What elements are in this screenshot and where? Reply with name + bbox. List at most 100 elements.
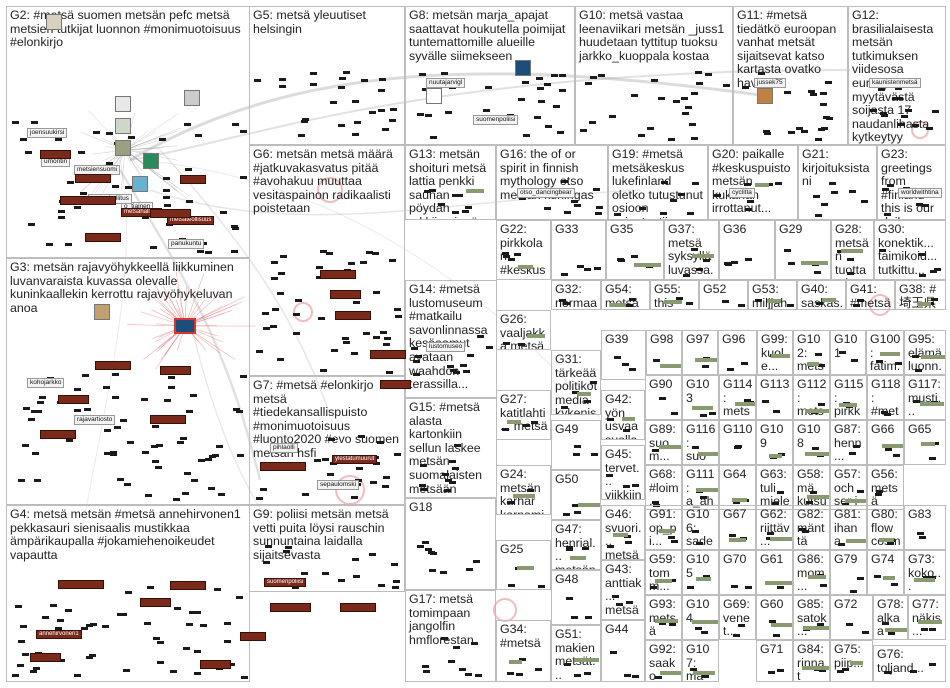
group-cell-g102[interactable]: G102: mets... omist...: [793, 330, 830, 375]
user-label[interactable]: suomenpoliisi: [473, 115, 519, 125]
group-cell-g10[interactable]: G10: metsä vastaa leenaviikari metsän _j…: [575, 6, 733, 145]
group-cell-g3[interactable]: G3: metsän rajavyöhykkeellä liikkuminen …: [6, 258, 250, 505]
group-cell-g107[interactable]: G107: ma lloits...: [682, 640, 719, 682]
group-cell-g64[interactable]: G64: [719, 465, 756, 510]
group-cell-g28[interactable]: G28: metsän tuottamis... ekosyste...: [831, 220, 874, 280]
group-cell-g39[interactable]: G39: [601, 330, 646, 380]
group-cell-g97[interactable]: G97: [682, 330, 718, 375]
group-cell-g32[interactable]: G32: normaali: [551, 280, 601, 310]
group-cell-g60[interactable]: G60: [756, 595, 793, 640]
group-cell-g41[interactable]: G41: #metsä ssä...: [846, 280, 895, 310]
group-cell-g85[interactable]: G85: satok... mets...: [793, 595, 830, 640]
user-label[interactable]: jussek75: [754, 78, 786, 88]
avatar-icon[interactable]: [46, 14, 62, 30]
group-cell-g93[interactable]: G93: metsä 1950...: [645, 595, 682, 640]
group-cell-g26[interactable]: G26: vaaljakka metsä metsän: [496, 310, 551, 350]
group-cell-g72[interactable]: G72: [830, 595, 873, 640]
avatar-icon[interactable]: [757, 88, 773, 104]
group-cell-g59[interactable]: G59: tomm...: [645, 550, 682, 595]
avatar-icon[interactable]: [143, 153, 159, 169]
group-cell-g54[interactable]: G54: metsä kemira...: [601, 280, 650, 310]
user-label[interactable]: worldwithtina: [898, 188, 942, 198]
group-cell-g35[interactable]: G35: [606, 220, 664, 280]
user-label[interactable]: otso_dancingbear: [517, 188, 575, 198]
group-cell-g5[interactable]: G5: metsä yleuutiset helsingin: [249, 6, 405, 145]
group-cell-g24[interactable]: G24: metsän karhar karnami helsinki...: [496, 465, 551, 515]
group-cell-g53[interactable]: G53: miljjah scifiä: [748, 280, 797, 310]
group-cell-g27[interactable]: G27: katitlahti... metsä: [496, 390, 551, 440]
group-cell-g80[interactable]: G80: flow cosm...: [867, 505, 904, 550]
user-label[interactable]: cyclitta: [729, 188, 755, 198]
group-cell-g98[interactable]: G98: [646, 330, 682, 375]
group-cell-g38[interactable]: G38: #埼玉県飯能市...: [895, 280, 946, 310]
group-cell-g95[interactable]: G95: elämä luonn...: [904, 330, 946, 375]
group-cell-g96[interactable]: G96: [718, 330, 757, 375]
group-cell-g23[interactable]: G23: greetings from #finland this is our…: [877, 145, 946, 220]
group-cell-g57[interactable]: G57: och ser i: [830, 465, 867, 510]
group-cell-g61[interactable]: G61: [756, 550, 793, 595]
user-label[interactable]: lustomuseo: [426, 342, 466, 352]
group-cell-g37[interactable]: G37: metsä syksyllä luvassa...: [664, 220, 719, 280]
group-cell-g65[interactable]: G65: [904, 420, 946, 465]
group-cell-g109[interactable]: G109: [756, 420, 793, 465]
group-cell-g12[interactable]: G12: brasilialaisesta metsän tutkimuksen…: [848, 6, 946, 145]
group-cell-g16[interactable]: G16: the of or spirit in finnish mytholo…: [496, 145, 608, 220]
group-cell-g92[interactable]: G92: saako: [645, 640, 682, 682]
group-cell-g110[interactable]: G110: [719, 420, 756, 465]
group-cell-g104[interactable]: G104: [682, 595, 719, 640]
avatar-icon[interactable]: [184, 90, 200, 106]
group-cell-g79[interactable]: G79: [830, 550, 867, 595]
user-label[interactable]: nuutajarvigl: [426, 78, 466, 88]
group-cell-g68[interactable]: G68: #loim... #niini...: [645, 465, 682, 510]
group-cell-g19[interactable]: G19: #metsä metsäkeskus lukefinland olet…: [608, 145, 708, 220]
avatar-icon[interactable]: [115, 140, 131, 156]
group-cell-g25[interactable]: G25: [496, 540, 551, 590]
group-cell-g36[interactable]: G36: [719, 220, 775, 280]
group-cell-g84[interactable]: G84: rinnat: [793, 640, 830, 682]
group-cell-g105[interactable]: G105: [682, 550, 719, 595]
group-cell-g112[interactable]: G112: metsä pesä...: [793, 375, 830, 420]
group-cell-g48[interactable]: G48: [551, 570, 601, 625]
group-cell-g108[interactable]: G108: [793, 420, 830, 465]
group-cell-g73[interactable]: G73: koko... isompi: [904, 550, 946, 595]
group-cell-g70[interactable]: G70: [719, 550, 756, 595]
group-cell-g42[interactable]: G42: yön usvaa suolla...: [601, 390, 645, 440]
group-cell-g18[interactable]: G18: [405, 498, 496, 590]
group-cell-g77[interactable]: G77: näkis...: [908, 595, 946, 640]
group-cell-g8[interactable]: G8: metsän marja_apajat saattavat houkut…: [405, 6, 575, 145]
group-cell-g78[interactable]: G78: alkaa #kes...: [873, 595, 908, 640]
group-cell-g52[interactable]: G52: [699, 280, 748, 310]
group-cell-g83[interactable]: G83: [904, 505, 946, 550]
group-cell-g99[interactable]: G99: kuole... metsä...: [757, 330, 793, 375]
group-cell-g34[interactable]: G34: #metsä: [496, 620, 551, 682]
group-cell-g74[interactable]: G74: [867, 550, 904, 595]
group-cell-g58[interactable]: G58: mä kutsu...: [793, 465, 830, 510]
group-cell-g69[interactable]: G69: venet... käytö...: [719, 595, 756, 640]
group-cell-g29[interactable]: G29: [775, 220, 831, 280]
group-cell-g86[interactable]: G86: mom...: [793, 550, 830, 595]
group-cell-g13[interactable]: G13: metsän shoituri metsä lattia penkki…: [405, 145, 496, 220]
group-cell-g4[interactable]: G4: metsä metsän #metsä annehirvonen1 pe…: [6, 505, 250, 682]
user-label[interactable]: kaunistenmetsä: [869, 78, 921, 88]
group-cell-g15[interactable]: G15: #metsä alasta kartonkiin sellun las…: [405, 398, 497, 498]
group-cell-g47[interactable]: G47: henrial... metsän: [551, 520, 601, 570]
group-cell-g117[interactable]: G117: musti...: [904, 375, 946, 420]
user-label[interactable]: sepaulomski: [317, 480, 360, 490]
user-label[interactable]: kohojarkko: [27, 378, 65, 388]
avatar-icon[interactable]: [115, 118, 131, 134]
group-cell-g66[interactable]: G66: [867, 420, 904, 465]
group-cell-g17[interactable]: G17: metsä tomimpaan jangolfin hmflorest…: [405, 590, 496, 682]
group-cell-g100[interactable]: G100: fatim...: [866, 330, 904, 375]
avatar-icon[interactable]: [94, 304, 110, 320]
group-cell-g55[interactable]: G55: this sequen... of...: [650, 280, 699, 310]
group-cell-g31[interactable]: G31: tärkeää politikot media kykenis...: [551, 350, 601, 415]
group-cell-g118[interactable]: G118: #met... metsä...: [867, 375, 904, 420]
group-cell-g71[interactable]: G71: [756, 640, 793, 682]
group-cell-g75[interactable]: G75: piip...: [830, 640, 873, 682]
group-cell-g6[interactable]: G6: metsän metsä määrä #jatkuvakasvatus …: [249, 145, 405, 376]
group-cell-g106[interactable]: G106: sade... jutus...: [682, 505, 719, 550]
group-cell-g44[interactable]: G44: [601, 620, 645, 682]
group-cell-g113[interactable]: G113: [756, 375, 793, 420]
user-label[interactable]: pihlaolli: [270, 443, 298, 453]
group-cell-g114[interactable]: G114: metsä: [719, 375, 756, 420]
